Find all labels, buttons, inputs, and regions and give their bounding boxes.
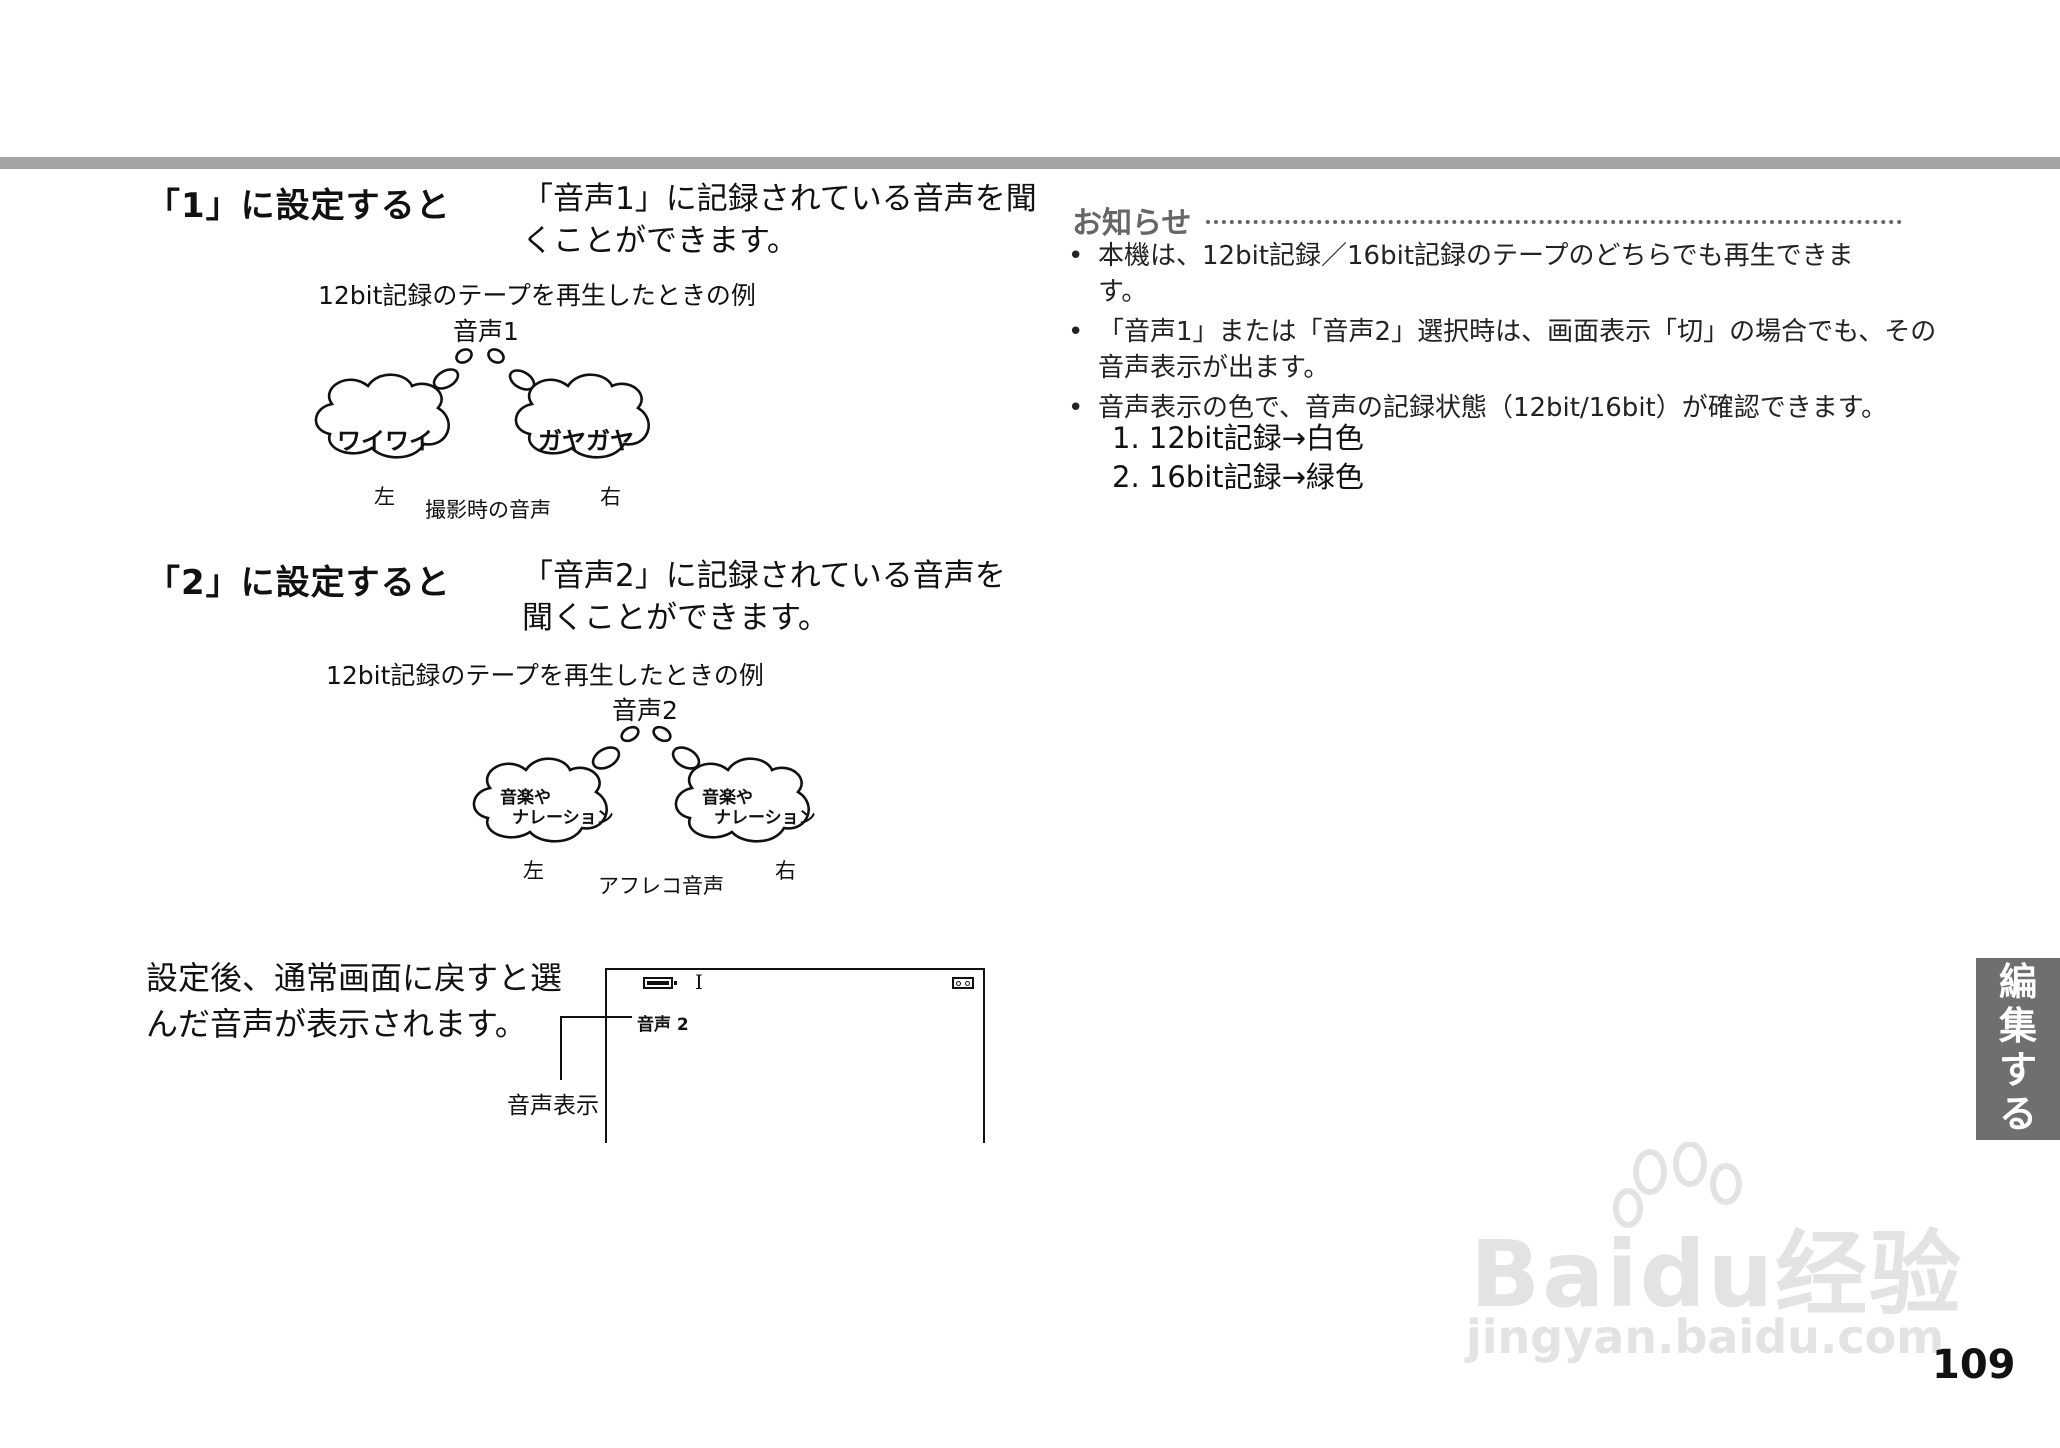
section1-example-caption: 12bit記録のテープを再生したときの例 [318, 281, 756, 310]
section2-diagram [472, 725, 810, 843]
thought-oval [432, 368, 460, 390]
notice-list: • 本機は、12bit記録／16bit記録のテープのどちらでも再生できま す。 … [1068, 238, 1948, 430]
thought-oval [487, 348, 505, 364]
battery-icon [643, 977, 677, 989]
side-tab-char: る [1998, 1092, 2037, 1136]
notice-title-row: お知らせ [1072, 198, 1902, 241]
section1-source-label: 撮影時の音声 [425, 498, 551, 522]
notice-item-line1: 本機は、12bit記録／16bit記録のテープのどちらでも再生できま [1098, 241, 1854, 271]
section3-text-line1: 設定後、通常画面に戻すと選 [146, 959, 563, 997]
section2-heading: 「2」に設定すると [146, 563, 451, 603]
section2-channel-label: 音声2 [612, 696, 678, 725]
side-tab-char: 集 [1998, 1004, 2037, 1048]
section2-description: 「音声2」に記録されている音声を 聞くことができます。 [522, 555, 1006, 639]
section1-diagram [314, 348, 650, 459]
section1-description: 「音声1」に記録されている音声を聞 くことができます。 [522, 178, 1037, 262]
section2-left-bubble-text: 音楽や ナレーション [500, 788, 614, 828]
bubble-line2: ナレーション [714, 808, 816, 828]
notice-dotted-leader [1206, 220, 1902, 224]
section1-right-bubble-text: ガヤガヤ [538, 427, 634, 455]
screen-audio-text: 音声 2 [637, 1015, 689, 1035]
thought-oval [620, 725, 640, 743]
section2-description-line1: 「音声2」に記録されている音声を [522, 558, 1006, 594]
notice-sub-list: 1. 12bit記録→白色 2. 16bit記録→緑色 [1112, 419, 1364, 497]
left-speech-cloud [314, 373, 450, 459]
notice-item-line1: 「音声1」または「音声2」選択時は、画面表示「切」の場合でも、その [1098, 317, 1937, 347]
thought-oval [652, 725, 672, 743]
section2-source-label: アフレコ音声 [598, 874, 724, 898]
notice-item: • 本機は、12bit記録／16bit記録のテープのどちらでも再生できま す。 [1068, 238, 1948, 310]
screen-mark: I [695, 970, 703, 994]
top-rule [0, 157, 2060, 169]
section3-text-line2: んだ音声が表示されます。 [146, 1005, 527, 1043]
left-speech-cloud [472, 757, 608, 843]
callout-label: 音声表示 [507, 1093, 599, 1119]
notice-sub-item: 1. 12bit記録→白色 [1112, 421, 1364, 455]
camera-screen-illustration: I 音声 2 [605, 968, 985, 1143]
notice-item-line1: 音声表示の色で、音声の記録状態（12bit/16bit）が確認できます。 [1098, 393, 1888, 423]
watermark-url: jingyan.baidu.com [1466, 1310, 1945, 1364]
section2-example-caption: 12bit記録のテープを再生したときの例 [326, 661, 764, 690]
side-tab-char: 編 [1998, 960, 2037, 1004]
right-speech-cloud [674, 757, 810, 843]
notice-sub-item: 2. 16bit記録→緑色 [1112, 460, 1364, 494]
right-speech-cloud [514, 373, 650, 459]
bubble-line1: 音楽や [702, 788, 753, 808]
notice-title: お知らせ [1072, 206, 1192, 241]
tape-icon [952, 977, 974, 989]
notice-item: • 「音声1」または「音声2」選択時は、画面表示「切」の場合でも、その 音声表示… [1068, 314, 1948, 386]
chapter-side-tab[interactable]: 編 集 す る [1976, 958, 2060, 1140]
bubble-line2: ナレーション [512, 808, 614, 828]
watermark-brand: Baidu经验 [1470, 1221, 1964, 1328]
notice-item-line2: 音声表示が出ます。 [1098, 353, 1330, 383]
bubble-line1: 音楽や [500, 788, 551, 808]
callout-line-vertical [560, 1016, 562, 1080]
side-tab-char: す [1998, 1048, 2037, 1092]
section2-left-label: 左 [523, 859, 544, 883]
section3-text: 設定後、通常画面に戻すと選 んだ音声が表示されます。 [146, 955, 562, 1047]
section1-right-label: 右 [600, 485, 621, 509]
callout-line-horizontal [560, 1016, 632, 1018]
section2-description-line2: 聞くことができます。 [522, 600, 829, 636]
paw-logo-icon [1610, 1141, 1760, 1272]
notice-item: • 音声表示の色で、音声の記録状態（12bit/16bit）が確認できます。 [1068, 390, 1948, 426]
page-number: 109 [1932, 1342, 2016, 1388]
section1-left-label: 左 [374, 485, 395, 509]
notice-item-line2: す。 [1098, 277, 1148, 307]
section1-description-line2: くことができます。 [522, 223, 798, 259]
thought-oval [455, 348, 473, 364]
section1-left-bubble-text: ワイワイ [337, 427, 433, 455]
section2-right-bubble-text: 音楽や ナレーション [702, 788, 816, 828]
thought-oval [671, 746, 701, 770]
section1-heading: 「1」に設定すると [146, 186, 451, 226]
section1-channel-label: 音声1 [453, 317, 519, 346]
section2-right-label: 右 [775, 859, 796, 883]
thought-oval [591, 746, 621, 770]
section1-description-line1: 「音声1」に記録されている音声を聞 [522, 181, 1037, 217]
